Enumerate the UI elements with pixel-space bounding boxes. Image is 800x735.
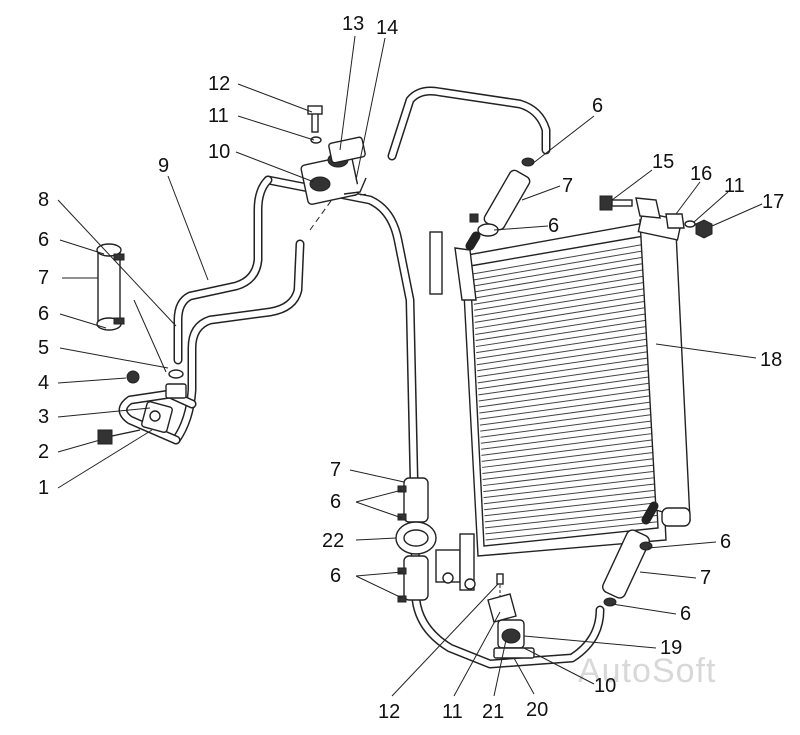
radiator-fin <box>476 338 649 366</box>
callout-7-d: 7 <box>700 567 711 589</box>
callout-14: 14 <box>376 17 398 39</box>
callout-6-c: 6 <box>592 95 603 117</box>
callout-4: 4 <box>38 372 49 394</box>
fitting-assembly-left <box>97 369 197 445</box>
hose-middle <box>395 477 437 603</box>
radiator-fin <box>480 407 653 432</box>
radiator-fin <box>482 464 656 487</box>
bolt-15 <box>599 195 633 211</box>
radiator-fin <box>483 477 656 499</box>
callout-11-top: 11 <box>208 105 229 127</box>
radiator-fin <box>472 243 645 275</box>
radiator-fin <box>482 458 655 481</box>
radiator-fin <box>474 300 648 329</box>
radiator-fin <box>476 332 649 360</box>
radiator-fin <box>473 262 646 293</box>
callout-6-e: 6 <box>330 491 341 513</box>
radiator-fin <box>481 426 654 450</box>
callout-6-b: 6 <box>38 303 49 325</box>
radiator-fin <box>476 325 649 354</box>
callout-6-a: 6 <box>38 229 49 251</box>
callout-6-h: 6 <box>680 603 691 625</box>
radiator-fin <box>475 306 648 335</box>
radiator-fin <box>477 357 650 384</box>
radiator-fin <box>485 508 658 529</box>
radiator-fin <box>481 445 655 468</box>
callout-13: 13 <box>342 13 364 35</box>
callout-22: 22 <box>322 530 344 552</box>
radiator-fin <box>475 319 649 348</box>
callout-6-g: 6 <box>720 531 731 553</box>
callout-3: 3 <box>38 406 49 428</box>
radiator-fin <box>474 294 647 323</box>
callout-10-bottom: 10 <box>594 675 616 697</box>
radiator-fin <box>477 350 650 378</box>
radiator-fin <box>477 344 650 372</box>
radiator-fin <box>473 269 646 299</box>
callout-6-d: 6 <box>548 215 559 237</box>
callout-12-bottom: 12 <box>378 701 400 723</box>
callout-9: 9 <box>158 155 169 177</box>
pipe-clamp-bottom <box>487 573 535 659</box>
radiator-fin <box>484 502 657 523</box>
radiator-fin <box>472 250 645 281</box>
radiator-fin <box>480 420 653 444</box>
radiator-fin <box>484 495 657 517</box>
radiator-fin <box>478 376 651 402</box>
callout-15: 15 <box>652 151 674 173</box>
callout-18: 18 <box>760 349 782 371</box>
callout-1: 1 <box>38 477 49 499</box>
callout-17: 17 <box>762 191 784 213</box>
main-oil-pipe <box>171 86 659 669</box>
radiator-fin <box>478 382 652 408</box>
radiator-fin <box>479 401 652 426</box>
assembly-arrow-line <box>133 299 167 373</box>
nut-17 <box>695 219 713 239</box>
callout-2: 2 <box>38 441 49 463</box>
callout-6-f: 6 <box>330 565 341 587</box>
radiator-fin <box>485 521 658 541</box>
callout-19: 19 <box>660 637 682 659</box>
radiator-fin <box>481 439 654 462</box>
callout-7-b: 7 <box>562 175 573 197</box>
watermark: AutoSoft <box>578 652 716 690</box>
radiator-fin <box>473 275 646 305</box>
radiator-fin <box>483 470 656 493</box>
radiator-fin <box>485 514 658 535</box>
callout-7-a: 7 <box>38 267 49 289</box>
callout-8: 8 <box>38 189 49 211</box>
callout-11-bottom: 11 <box>442 701 463 723</box>
radiator-fin <box>478 363 651 390</box>
radiator-fin <box>474 287 647 317</box>
callout-16: 16 <box>690 163 712 185</box>
hose-left <box>96 243 125 331</box>
callout-12-top: 12 <box>208 73 230 95</box>
radiator-fin <box>482 451 655 474</box>
radiator-fin <box>480 414 653 438</box>
radiator-fin <box>475 313 648 342</box>
callout-7-c: 7 <box>330 459 341 481</box>
callout-labels: 13 14 12 11 10 9 8 6 7 6 5 4 3 2 1 6 7 6… <box>38 13 784 723</box>
radiator-fin <box>479 395 652 420</box>
radiator-fin <box>474 281 647 311</box>
leader-lines <box>57 35 763 697</box>
radiator-fin <box>478 369 651 396</box>
bracket-16 <box>635 197 685 229</box>
callout-21: 21 <box>482 701 504 723</box>
callout-5: 5 <box>38 337 49 359</box>
radiator-fin <box>483 483 656 505</box>
radiator-fin <box>481 432 654 456</box>
callout-20: 20 <box>526 699 548 721</box>
callout-11-right: 11 <box>724 175 745 197</box>
pipe-clamp-top <box>300 136 367 205</box>
radiator-fin <box>472 256 645 287</box>
callout-10-top: 10 <box>208 141 230 163</box>
radiator-fin <box>484 489 657 511</box>
radiator-core <box>429 211 691 591</box>
radiator-fin <box>479 388 652 414</box>
washer-11-right <box>684 220 696 228</box>
hose-top-right <box>469 157 535 237</box>
